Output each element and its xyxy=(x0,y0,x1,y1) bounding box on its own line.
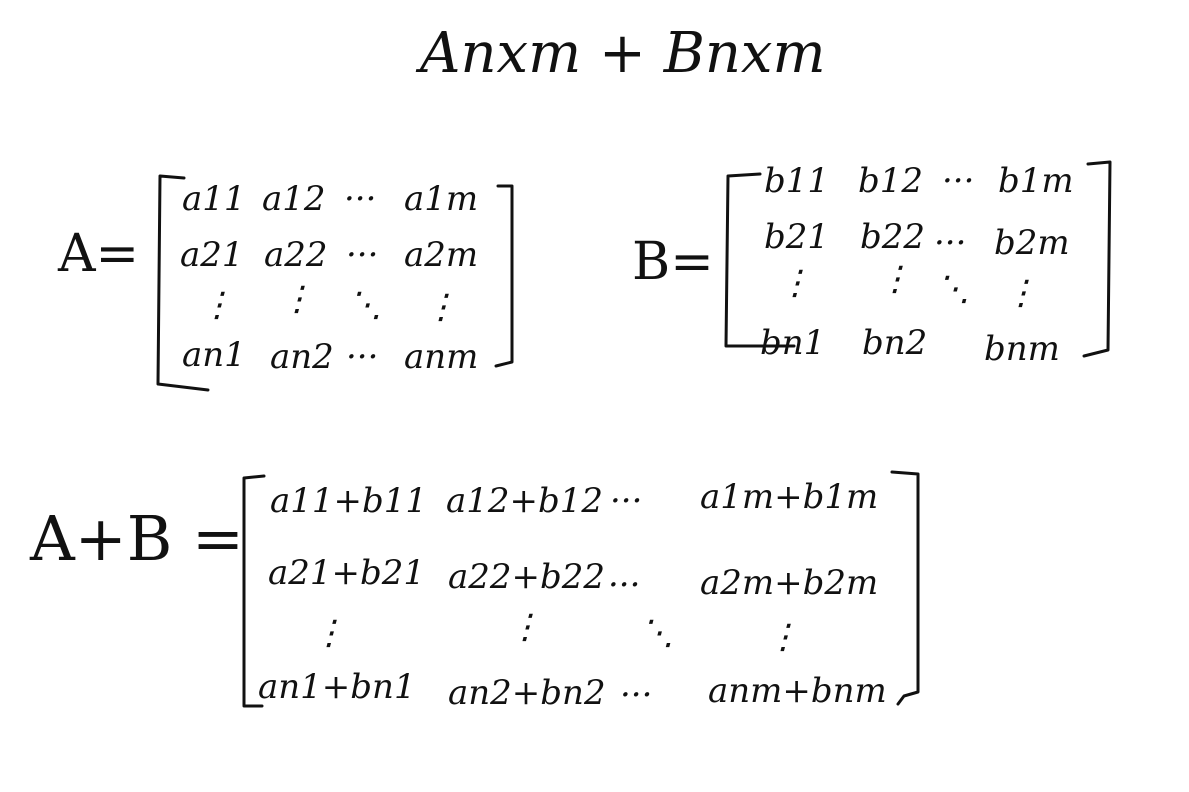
matrix-sum-ellipsis: ··· xyxy=(608,565,641,605)
matrix-b-ellipsis: ··· xyxy=(942,161,975,201)
matrix-sum-vdots: ⋮ xyxy=(312,613,346,653)
matrix-sum-vdots: ⋮ xyxy=(508,607,542,647)
matrix-sum-ddots: ⋱ xyxy=(640,613,674,653)
matrix-sum-cell: a11+b11 xyxy=(270,481,428,521)
matrix-b-label: B= xyxy=(632,232,714,292)
matrix-b-vdots: ⋮ xyxy=(878,259,912,299)
matrix-a-cell: a22 xyxy=(264,235,328,275)
matrix-b-left-bracket xyxy=(724,172,796,348)
matrix-b-vdots: ⋮ xyxy=(778,263,812,303)
matrix-sum-right-bracket xyxy=(890,470,920,706)
matrix-b-cell: b22 xyxy=(860,217,926,257)
matrix-a-cell: a21 xyxy=(180,235,244,275)
matrix-b-ellipsis: ··· xyxy=(934,223,967,263)
matrix-sum-vdots: ⋮ xyxy=(766,617,800,657)
matrix-a-left-bracket xyxy=(156,174,210,392)
matrix-a-ellipsis: ··· xyxy=(344,179,377,219)
matrix-a-cell: anm xyxy=(404,337,479,377)
matrix-sum-cell: a1m+b1m xyxy=(700,477,879,517)
matrix-b-cell: b1m xyxy=(998,161,1074,201)
matrix-sum-label: A+B = xyxy=(30,502,244,575)
matrix-a-vdots: ⋮ xyxy=(200,285,234,325)
matrix-sum-cell: anm+bnm xyxy=(708,671,887,711)
matrix-a-cell: a12 xyxy=(262,179,326,219)
matrix-sum-ellipsis: ··· xyxy=(610,481,643,521)
matrix-a-ellipsis: ··· xyxy=(346,235,379,275)
matrix-a-cell: a2m xyxy=(404,235,479,275)
matrix-a-vdots: ⋮ xyxy=(424,287,458,327)
matrix-a-cell: a1m xyxy=(404,179,479,219)
matrix-a-ddots: ⋱ xyxy=(348,285,382,325)
matrix-b-cell: b21 xyxy=(764,217,830,257)
matrix-sum-cell: an2+bn2 xyxy=(448,673,606,713)
matrix-sum-cell: a22+b22 xyxy=(448,557,606,597)
matrix-b-right-bracket xyxy=(1082,160,1112,358)
matrix-sum-cell: a2m+b2m xyxy=(700,563,879,603)
matrix-b-cell: bnm xyxy=(984,329,1060,369)
matrix-a-label: A= xyxy=(58,224,140,284)
matrix-a-cell: an2 xyxy=(270,337,334,377)
matrix-b-cell: b11 xyxy=(764,161,830,201)
matrix-b-cell: bn2 xyxy=(862,323,928,363)
matrix-a-cell: a11 xyxy=(182,179,246,219)
matrix-a-cell: an1 xyxy=(182,335,246,375)
matrix-a-ellipsis: ··· xyxy=(346,337,379,377)
matrix-sum-left-bracket xyxy=(242,474,266,708)
matrix-a-vdots: ⋮ xyxy=(280,279,314,319)
matrix-a-right-bracket xyxy=(494,184,514,368)
matrix-b-vdots: ⋮ xyxy=(1004,273,1038,313)
matrix-sum-cell: a21+b21 xyxy=(268,553,426,593)
matrix-b-cell: b2m xyxy=(994,223,1070,263)
matrix-sum-cell: an1+bn1 xyxy=(258,667,416,707)
matrix-b-cell: bn1 xyxy=(760,323,826,363)
matrix-b-cell: b12 xyxy=(858,161,924,201)
expression-title: Anxm + Bnxm xyxy=(420,21,826,86)
matrix-sum-cell: a12+b12 xyxy=(446,481,604,521)
matrix-b-ddots: ⋱ xyxy=(936,269,970,309)
matrix-sum-ellipsis: ··· xyxy=(620,675,653,715)
